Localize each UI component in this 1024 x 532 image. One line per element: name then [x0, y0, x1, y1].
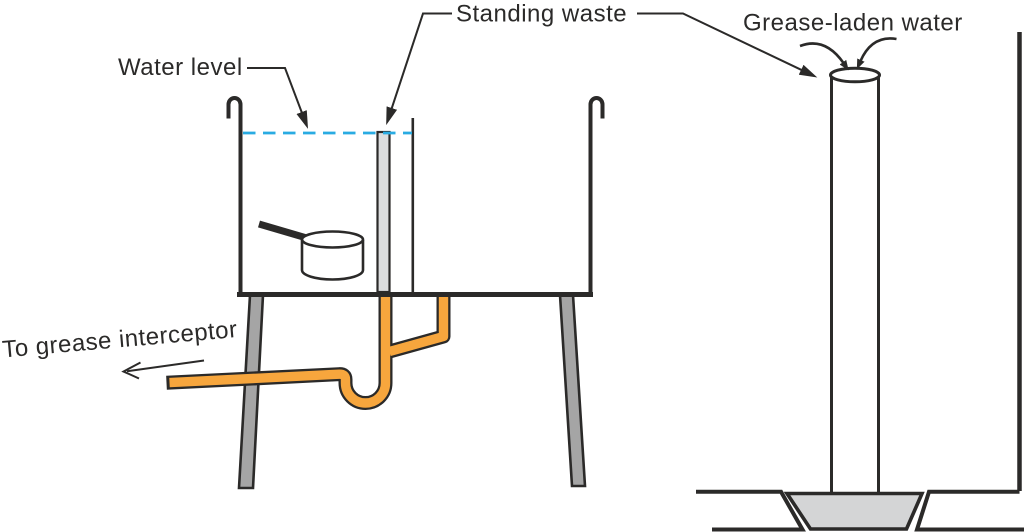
- to-interceptor-arrowhead-icon: [121, 361, 141, 380]
- sink-left-wall: [226, 96, 243, 294]
- sink-assembly: [166, 96, 605, 490]
- pot-body: [300, 240, 365, 281]
- floor-slab-left: [696, 489, 806, 532]
- to-interceptor-arrow-shaft: [126, 359, 205, 373]
- grease-laden-water-label: Grease-laden water: [743, 10, 963, 37]
- standing-waste-riser: [830, 75, 880, 492]
- indirect-waste-assembly: [696, 32, 1024, 532]
- floor-slab-right: [914, 489, 1024, 532]
- pot-rim: [300, 230, 365, 249]
- flow-arrow-right-icon: [856, 37, 897, 70]
- water-level-label: Water level: [118, 54, 243, 81]
- flow-arrow-left-icon: [799, 42, 849, 71]
- to-grease-interceptor-label: To grease interceptor: [1, 316, 238, 363]
- water-level-leader-arrow-icon: [247, 67, 309, 129]
- funnel-floor-drain: [783, 491, 925, 531]
- callouts: Water level Standing waste Grease-laden …: [1, 1, 963, 380]
- sink-front-leg: [237, 293, 265, 490]
- standing-waste-pipe: [376, 130, 391, 294]
- standing-waste-leader-left-arrow-icon: [386, 12, 452, 126]
- standing-waste-leader-right-arrow-icon: [637, 12, 818, 78]
- pot-handle: [258, 220, 306, 241]
- pipe-mouth: [829, 66, 881, 84]
- sink-right-wall: [588, 96, 605, 294]
- standing-waste-label: Standing waste: [456, 1, 627, 28]
- drain-trap-pipe: [169, 292, 449, 408]
- sink-rear-leg: [558, 293, 587, 488]
